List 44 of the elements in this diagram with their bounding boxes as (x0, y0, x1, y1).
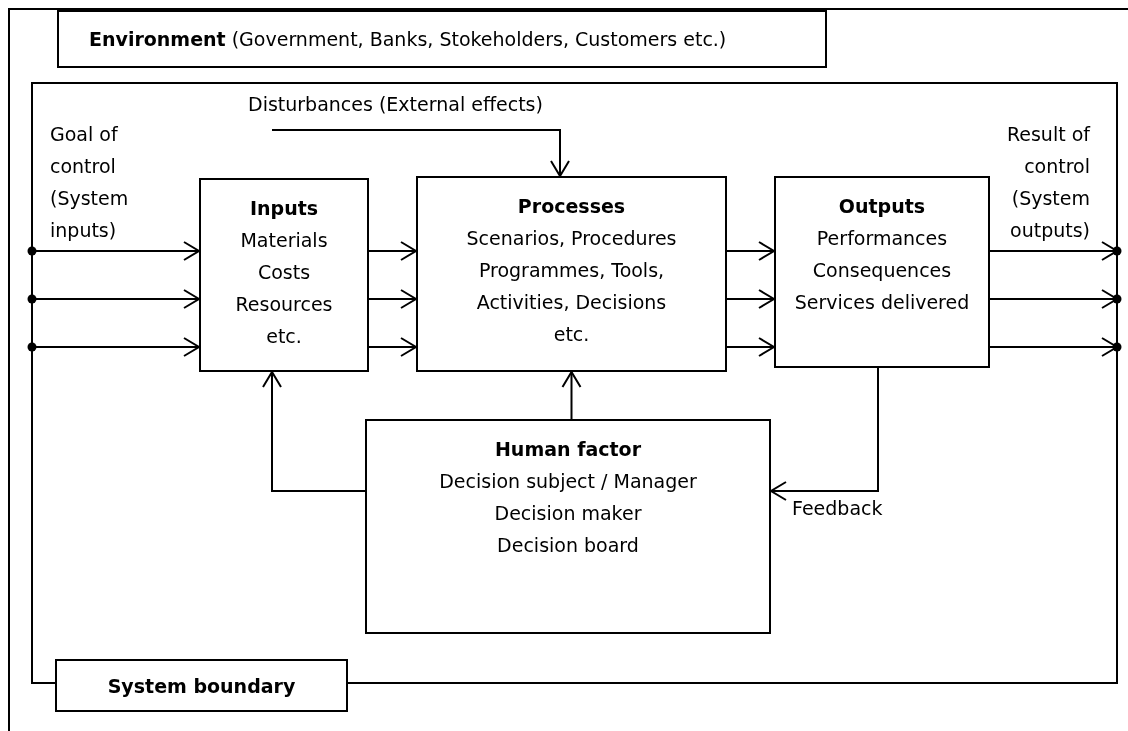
box-item: Scenarios, Procedures (466, 226, 677, 251)
box-item: Decision maker (494, 501, 642, 526)
note-text: Goal of control (System inputs) (50, 122, 130, 243)
box-item: etc. (266, 324, 302, 349)
box-heading: Inputs (249, 196, 319, 221)
arrow (726, 241, 775, 261)
arrow (368, 289, 417, 309)
arrow (770, 367, 879, 501)
box-item: Resources (235, 292, 333, 317)
box-item: etc. (553, 322, 590, 347)
box-item: Programmes, Tools, (478, 258, 665, 283)
box-item: Activities, Decisions (476, 290, 667, 315)
process-box (416, 176, 727, 372)
arrow (27, 241, 200, 261)
process-box (774, 176, 990, 368)
title-box: Environment (Government, Banks, Stokeholders, Customers etc.) (57, 10, 827, 68)
box-item: Services delivered (794, 290, 970, 315)
box-heading: Processes (517, 194, 626, 219)
input-label: Disturbances (External effects) (248, 93, 543, 116)
arrow (726, 289, 775, 309)
box-item: Costs (257, 260, 311, 285)
process-box (365, 419, 771, 634)
box-item: Performances (816, 226, 948, 251)
box-heading: Human factor (494, 437, 641, 462)
process-box (199, 178, 369, 372)
arrow (271, 129, 570, 177)
arrow (561, 371, 582, 420)
arrow (27, 289, 200, 309)
box-item: Decision board (497, 533, 639, 558)
arrow (368, 241, 417, 261)
environment-frame (8, 8, 1128, 731)
box-item: Decision subject / Manager (439, 469, 697, 494)
arrow (368, 337, 417, 357)
box-heading: Outputs (838, 194, 926, 219)
arrow (989, 289, 1123, 309)
arrow (262, 371, 366, 492)
arrow (989, 337, 1123, 357)
title-box: System boundary (55, 659, 348, 712)
arrow (989, 241, 1123, 261)
arrow (27, 337, 200, 357)
box-item: Materials (240, 228, 328, 253)
box-item: Consequences (812, 258, 952, 283)
note-text: Result of control (System outputs) (1005, 122, 1090, 243)
arrow (726, 337, 775, 357)
